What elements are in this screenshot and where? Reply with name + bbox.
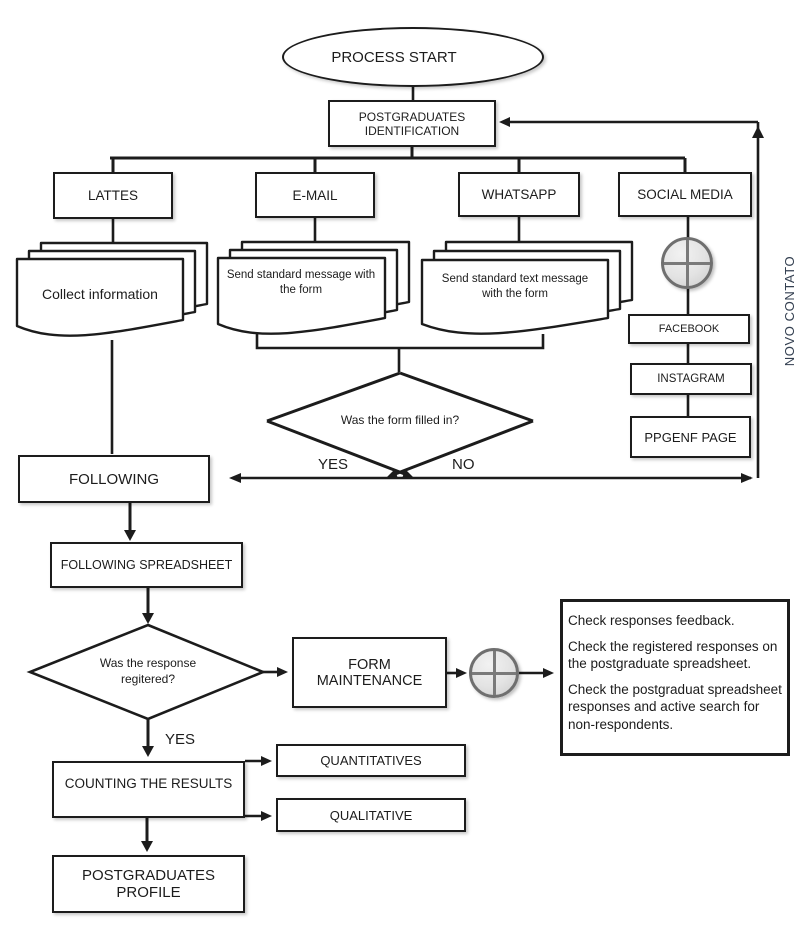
edge-stacks-decision xyxy=(255,334,545,372)
junction-circle-2-icon xyxy=(469,648,519,698)
step-following: FOLLOWING xyxy=(18,455,210,503)
edge-feedback-loop xyxy=(505,120,760,478)
step-form-maintenance: FORM MAINTENANCE xyxy=(292,637,447,708)
document-whatsapp-message: Send standard text message with the form xyxy=(441,273,589,300)
process-start-label: PROCESS START xyxy=(331,48,457,66)
decision-form-filled-text: Was the form filled in? xyxy=(340,413,460,428)
edge-identification-distribution xyxy=(110,147,687,172)
document-stack-email xyxy=(216,240,411,335)
social-media-label: SOCIAL MEDIA xyxy=(637,187,733,202)
decision-response-registered-text: Was the response regitered? xyxy=(99,656,197,686)
no-label-1: NO xyxy=(452,456,475,473)
postgraduates-profile-label: POSTGRADUATES PROFILE xyxy=(81,867,216,901)
channel-social-media: SOCIAL MEDIA xyxy=(618,172,752,217)
step-counting-results: COUNTING THE RESULTS xyxy=(52,761,245,818)
social-page-ppgenf: PPGENF PAGE xyxy=(630,416,751,458)
following-spreadsheet-label: FOLLOWING SPREADSHEET xyxy=(60,558,233,572)
channel-whatsapp: WHATSAPP xyxy=(458,172,580,217)
step-postgraduates-identification: POSTGRADUATES IDENTIFICATION xyxy=(328,100,496,147)
yes-label-2: YES xyxy=(165,731,196,748)
form-maintenance-label: FORM MAINTENANCE xyxy=(316,656,423,689)
email-label: E-MAIL xyxy=(292,187,338,203)
social-page-instagram: INSTAGRAM xyxy=(630,363,752,395)
arrowheads xyxy=(124,117,764,852)
social-page-facebook: FACEBOOK xyxy=(628,314,750,344)
postgraduates-identification-label: POSTGRADUATES IDENTIFICATION xyxy=(358,109,466,138)
instagram-label: INSTAGRAM xyxy=(657,373,725,385)
note-check-registered: Check the registered responses on the po… xyxy=(568,638,778,672)
facebook-label: FACEBOOK xyxy=(658,323,720,335)
following-label: FOLLOWING xyxy=(68,470,159,488)
notes-box: Check responses feedback. Check the regi… xyxy=(560,599,790,756)
output-qualitative: QUALITATIVE xyxy=(276,798,466,832)
document-stack-lattes xyxy=(15,241,209,337)
document-email-message: Send standard message with the form xyxy=(226,269,376,296)
document-collect-information: Collect information xyxy=(42,285,158,302)
note-check-feedback: Check responses feedback. xyxy=(568,613,735,628)
novo-contato-label: NOVO CONTATO xyxy=(781,255,797,367)
step-following-spreadsheet: FOLLOWING SPREADSHEET xyxy=(50,542,243,588)
junction-circle-icon xyxy=(661,237,713,289)
quantitatives-label: QUANTITATIVES xyxy=(320,753,422,768)
channel-email: E-MAIL xyxy=(255,172,375,218)
note-check-active-search: Check the postgraduat spreadsheet respon… xyxy=(568,681,782,732)
lattes-label: LATTES xyxy=(87,188,138,203)
counting-results-label: COUNTING THE RESULTS xyxy=(64,776,233,791)
output-quantitatives: QUANTITATIVES xyxy=(276,744,466,777)
step-postgraduates-profile: POSTGRADUATES PROFILE xyxy=(52,855,245,913)
channel-lattes: LATTES xyxy=(53,172,173,219)
whatsapp-label: WHATSAPP xyxy=(481,187,557,202)
yes-label-1: YES xyxy=(318,456,349,473)
ppgenf-page-label: PPGENF PAGE xyxy=(644,429,737,445)
document-stack-whatsapp xyxy=(420,240,634,335)
qualitative-label: QUALITATIVE xyxy=(329,807,413,823)
decision-form-shape xyxy=(266,371,534,478)
terminator-process-start: PROCESS START xyxy=(282,27,544,87)
